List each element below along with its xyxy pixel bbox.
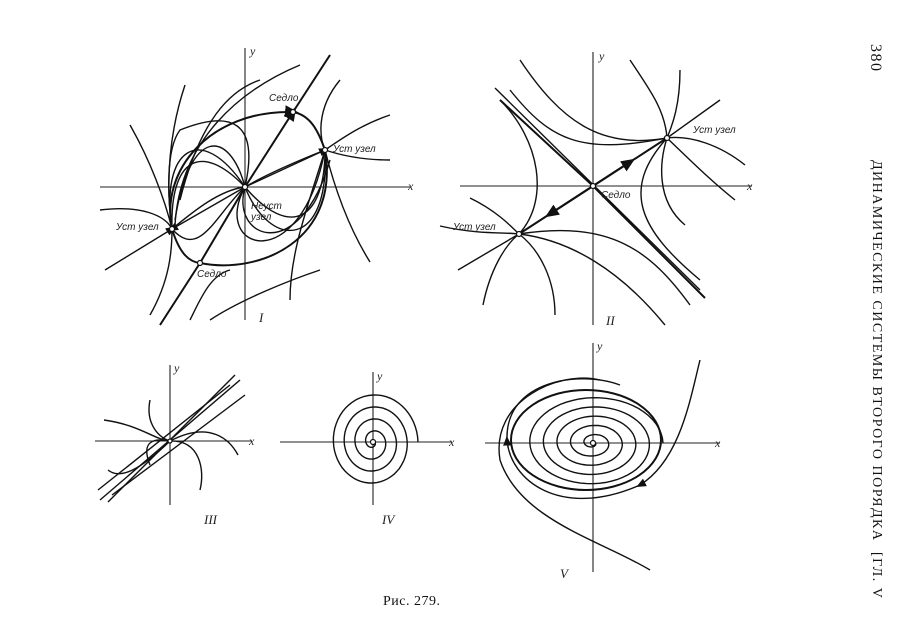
- label-saddle: Седло: [269, 93, 299, 104]
- running-title: ДИНАМИЧЕСКИЕ СИСТЕМЫ ВТОРОГО ПОРЯДКА: [869, 160, 884, 542]
- panel-numeral: I: [258, 310, 264, 325]
- panel-ii-phase-portrait: x y Уст узел Седло Уст узел II: [439, 49, 753, 328]
- panel-iii-phase-portrait: x y III: [95, 361, 255, 527]
- saddle-point: [196, 259, 204, 267]
- panel-numeral: III: [203, 512, 218, 527]
- stable-node-point: [663, 134, 671, 142]
- label-stable-node: Уст узел: [332, 144, 376, 155]
- label-stable-node: Уст узел: [115, 222, 159, 233]
- stable-node-point: [321, 146, 329, 154]
- panel-iv-phase-portrait: x y IV: [280, 369, 455, 527]
- figure-caption: Рис. 279.: [383, 594, 441, 609]
- chapter-marker: [ГЛ. V: [869, 552, 884, 600]
- y-axis-label: y: [596, 339, 603, 353]
- panel-v-phase-portrait: x y V: [485, 339, 721, 581]
- y-axis-label: y: [173, 361, 180, 375]
- x-axis-label: x: [714, 436, 721, 450]
- x-axis-label: x: [407, 179, 414, 193]
- label-saddle: Седло: [601, 190, 631, 201]
- focus-point: [589, 439, 597, 447]
- stable-node-point: [515, 230, 523, 238]
- label-unstable-node: узел: [250, 212, 272, 223]
- panel-numeral: II: [605, 313, 615, 328]
- spiral-trajectory: [332, 394, 419, 484]
- label-unstable-node: Неуст: [251, 201, 282, 212]
- x-axis-label: x: [746, 179, 753, 193]
- page-number: 380: [867, 44, 884, 73]
- focus-point: [369, 438, 377, 446]
- x-axis-label: x: [448, 435, 455, 449]
- x-axis-label: x: [248, 434, 255, 448]
- spiral-trajectory: [529, 396, 664, 485]
- label-saddle: Седло: [197, 269, 227, 280]
- y-axis-label: y: [598, 49, 605, 63]
- panel-numeral: V: [560, 566, 570, 581]
- y-axis-label: y: [249, 44, 256, 58]
- y-axis-label: y: [376, 369, 383, 383]
- label-stable-node: Уст узел: [692, 125, 736, 136]
- label-stable-node: Уст узел: [452, 222, 496, 233]
- panel-numeral: IV: [381, 512, 396, 527]
- saddle-point: [289, 108, 297, 116]
- panel-i-phase-portrait: x y: [99, 44, 414, 326]
- stable-node-point: [168, 225, 176, 233]
- limit-cycle: [510, 389, 662, 491]
- unstable-node-point: [241, 183, 249, 191]
- node-point: [167, 438, 173, 444]
- saddle-point: [589, 182, 597, 190]
